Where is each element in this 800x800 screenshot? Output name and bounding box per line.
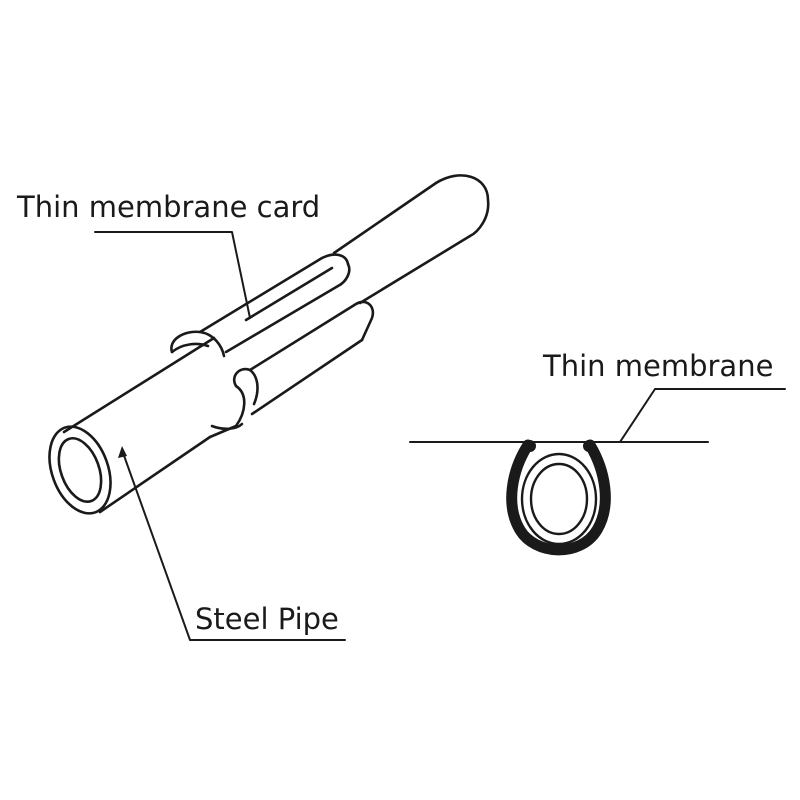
pipe-far-end	[434, 174, 490, 238]
pipe-top-edge-mid	[62, 336, 216, 434]
steel-pipe-label: Steel Pipe	[195, 602, 339, 636]
pipe-bottom-edge	[358, 234, 472, 305]
membrane-card-upper	[170, 253, 351, 358]
leader-steel-pipe-arrow	[118, 446, 127, 458]
thin-membrane-label: Thin membrane	[543, 349, 774, 383]
pipe-near-end-inner	[57, 437, 103, 503]
pipe-bottom-edge-near	[98, 435, 212, 514]
membrane-u-shape	[506, 439, 611, 556]
pipe-section-outer	[520, 452, 598, 546]
pipe-section-inner	[529, 462, 589, 536]
membrane-card-lower	[208, 300, 375, 439]
membrane-tip-right	[583, 440, 595, 452]
pipe-bottom-edge-mid	[250, 338, 364, 416]
membrane-tip-left	[524, 440, 536, 452]
pipe-near-end-outer	[48, 425, 112, 515]
pipe-top-edge	[332, 181, 438, 255]
leader-membrane-card	[94, 231, 251, 319]
steel-pipe	[48, 174, 490, 515]
leader-steel-pipe	[121, 449, 346, 641]
cross-section	[409, 388, 786, 556]
thin-membrane-card-label: Thin membrane card	[17, 190, 321, 224]
leader-thin-membrane	[619, 388, 786, 443]
